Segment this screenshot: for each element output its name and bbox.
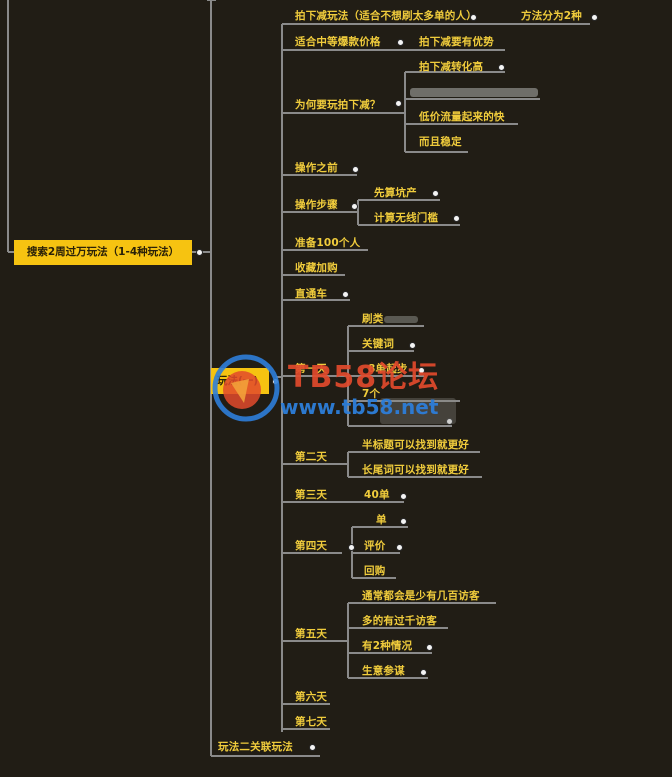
mindmap-node[interactable]: 7个 xyxy=(362,388,381,400)
expand-toggle-icon[interactable] xyxy=(470,14,477,21)
expand-toggle-icon[interactable] xyxy=(432,190,439,197)
mindmap-node[interactable]: 方法分为2种 xyxy=(521,10,583,22)
mindmap-node[interactable]: 有2种情况 xyxy=(362,640,413,652)
mindmap-node[interactable]: 拍下减转化高 xyxy=(419,61,484,73)
mindmap-node[interactable]: 单 xyxy=(376,514,387,526)
mindmap-node[interactable]: 回购 xyxy=(364,565,386,577)
mindmap-node[interactable]: 第五天 xyxy=(295,628,328,640)
mindmap-node[interactable]: 第六天 xyxy=(295,691,328,703)
mindmap-node[interactable]: 第四天 xyxy=(295,540,328,552)
mindmap-node[interactable]: 生意参谋 xyxy=(362,665,405,677)
expand-toggle-icon[interactable] xyxy=(342,291,349,298)
expand-toggle-icon[interactable] xyxy=(351,203,358,210)
mindmap-node[interactable]: 先算坑产 xyxy=(374,187,417,199)
expand-toggle-icon[interactable] xyxy=(409,342,416,349)
expand-toggle-icon[interactable] xyxy=(400,493,407,500)
expand-toggle-icon[interactable] xyxy=(418,367,425,374)
branch2-expand-icon[interactable] xyxy=(309,744,316,751)
mindmap-node[interactable]: 半标题可以找到就更好 xyxy=(362,439,469,451)
root-expand-icon[interactable] xyxy=(196,249,203,256)
mindmap-node[interactable]: 计算无线门槛 xyxy=(374,212,439,224)
mindmap-node[interactable]: 第七天 xyxy=(295,716,328,728)
mindmap-node[interactable]: 8单起步 xyxy=(368,363,408,375)
expand-toggle-icon[interactable] xyxy=(397,39,404,46)
blurred-text-region xyxy=(380,398,456,424)
mindmap-node[interactable]: 第三天 xyxy=(295,489,328,501)
expand-toggle-icon[interactable] xyxy=(348,544,355,551)
root-node[interactable]: 搜索2周过万玩法（1-4种玩法） xyxy=(14,240,192,265)
mindmap-node[interactable]: 关键词 xyxy=(362,338,395,350)
expand-toggle-icon[interactable] xyxy=(420,669,427,676)
branch-method-two[interactable]: 玩法二关联玩法 xyxy=(218,741,293,753)
mindmap-node[interactable]: 刷类 xyxy=(362,313,384,325)
mindmap-node[interactable]: 而且稳定 xyxy=(419,136,462,148)
mindmap-node[interactable]: 准备100个人 xyxy=(295,237,361,249)
mindmap-node[interactable]: 40单 xyxy=(364,489,390,501)
mindmap-node[interactable]: 第一天 xyxy=(295,363,328,375)
expand-toggle-icon[interactable] xyxy=(453,215,460,222)
watermark-title: TB58论坛 xyxy=(288,360,440,395)
mindmap-node[interactable]: 适合中等爆款价格 xyxy=(295,36,381,48)
expand-toggle-icon[interactable] xyxy=(426,644,433,651)
mindmap-node[interactable]: 拍下减玩法（适合不想刷太多单的人） xyxy=(295,10,477,22)
mindmap-node[interactable]: 拍下减要有优势 xyxy=(419,36,494,48)
mindmap-node[interactable]: 评价 xyxy=(364,540,386,552)
mindmap-node[interactable]: 多的有过千访客 xyxy=(362,615,437,627)
mindmap-node[interactable]: 直通车 xyxy=(295,288,328,300)
mindmap-node[interactable]: 第二天 xyxy=(295,451,328,463)
mindmap-node[interactable]: 操作步骤 xyxy=(295,199,338,211)
expand-toggle-icon[interactable] xyxy=(591,14,598,21)
watermark-url: www.tb58.net xyxy=(280,395,439,419)
mindmap-node[interactable]: 低价流量起来的快 xyxy=(419,111,505,123)
mindmap-node[interactable]: 操作之前 xyxy=(295,162,338,174)
expand-toggle-icon[interactable] xyxy=(395,100,402,107)
mindmap-node[interactable]: 长尾词可以找到就更好 xyxy=(362,464,469,476)
mindmap-node[interactable]: 通常都会是少有几百访客 xyxy=(362,590,480,602)
expand-toggle-icon[interactable] xyxy=(396,544,403,551)
expand-toggle-icon[interactable] xyxy=(446,418,453,425)
expand-toggle-icon[interactable] xyxy=(400,518,407,525)
mindmap-node[interactable]: 收藏加购 xyxy=(295,262,338,274)
expand-toggle-icon[interactable] xyxy=(352,166,359,173)
watermark-logo-icon xyxy=(212,354,280,422)
blurred-text-region xyxy=(410,88,538,97)
expand-toggle-icon[interactable] xyxy=(498,64,505,71)
blurred-text-region xyxy=(384,316,418,323)
mindmap-node[interactable]: 为何要玩拍下减？ xyxy=(295,99,381,111)
